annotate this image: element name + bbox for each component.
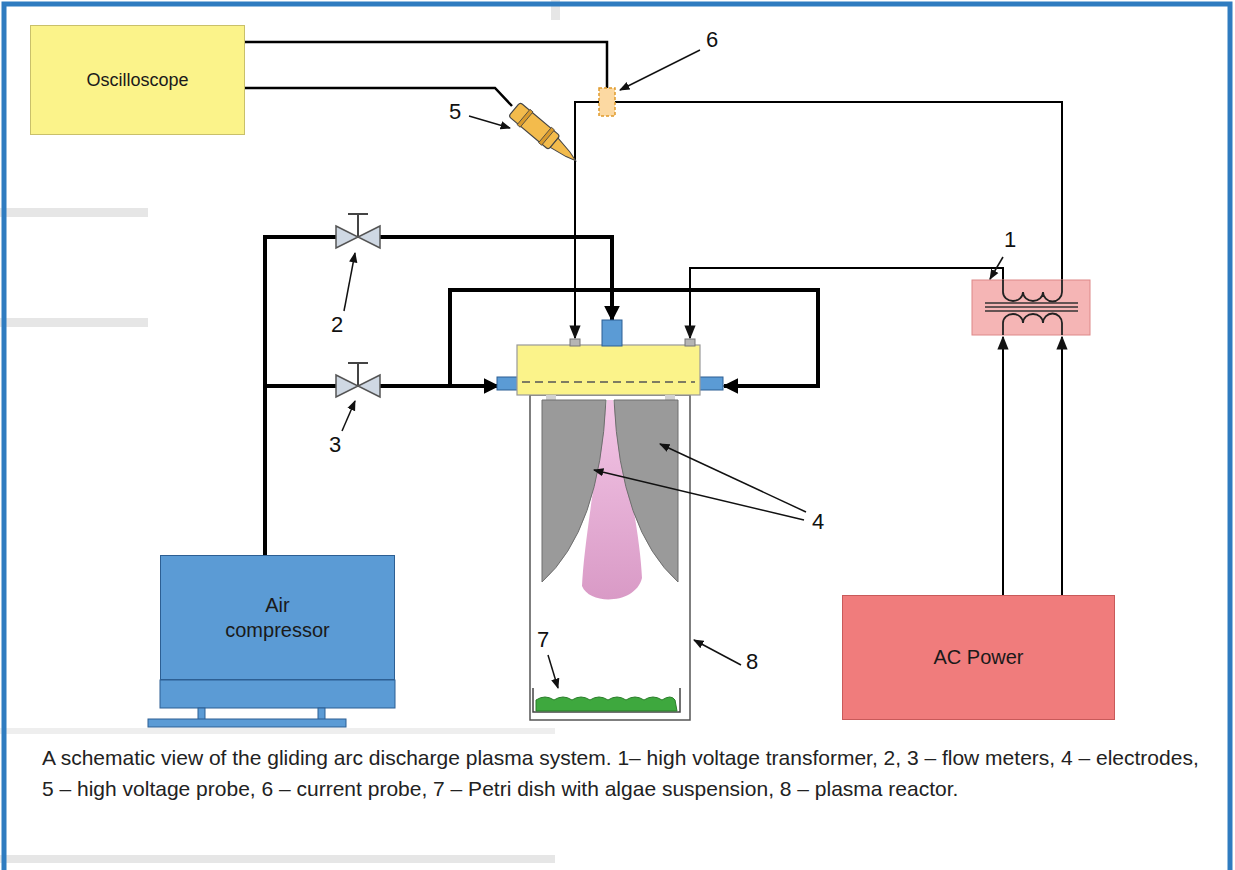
transformer-core [985, 302, 1078, 304]
power-wire [1061, 337, 1063, 595]
deco-bar [0, 318, 148, 327]
callout-number: 5 [443, 99, 467, 125]
terminal [685, 339, 695, 346]
callout-number: 1 [998, 227, 1022, 253]
power-wire [1002, 337, 1004, 595]
transformer-core [985, 310, 1078, 312]
electrode-mount [546, 395, 556, 400]
callout-number: 4 [806, 509, 830, 535]
valve-handle [348, 213, 368, 215]
terminal [570, 339, 580, 346]
transformer-coil [1003, 314, 1062, 336]
air-line [380, 384, 498, 388]
frame-border [4, 4, 1230, 870]
callout-number: 7 [531, 627, 555, 653]
callout-number: 6 [700, 27, 724, 53]
valve-stem [357, 363, 359, 386]
valve-handle [348, 362, 368, 364]
electrode [542, 400, 606, 582]
current-probe [599, 88, 615, 116]
compressor-box: Air compressor [160, 555, 395, 680]
callout-number: 3 [323, 432, 347, 458]
flow-meter-valve [336, 214, 380, 248]
deco-bar [0, 855, 555, 863]
compressor-foot [198, 708, 205, 720]
flow-meter-valve [336, 363, 380, 397]
compressor-stand [148, 719, 346, 727]
hv-wire [690, 268, 1003, 338]
hv-probe [508, 102, 582, 169]
compressor-foot [318, 708, 325, 720]
deco-bar [0, 728, 555, 734]
callout-leader [660, 444, 806, 512]
signal-wire [245, 42, 607, 88]
node-label: AC Power [933, 645, 1023, 670]
hv-transformer [972, 280, 1090, 335]
gas-inlet [602, 320, 622, 346]
valve-stem [357, 214, 359, 237]
reactor-lid [517, 345, 700, 395]
deco-bar [0, 208, 148, 217]
transformer-core [985, 306, 1078, 308]
callout-leader [342, 401, 355, 431]
callout-number: 2 [325, 312, 349, 338]
node-label: Air compressor [213, 593, 343, 643]
probe-ring [539, 127, 555, 145]
algae-suspension [536, 697, 677, 711]
air-line [380, 237, 612, 320]
callout-leader [620, 50, 700, 90]
power-box: AC Power [842, 595, 1115, 720]
callout-leader [990, 257, 1003, 279]
probe-body [509, 102, 560, 149]
callout-leader [694, 640, 741, 665]
instrument-box: Oscilloscope [30, 25, 245, 135]
probe-ring [517, 109, 533, 127]
plasma-reactor [497, 320, 723, 720]
figure-caption: A schematic view of the gliding arc disc… [42, 742, 1212, 804]
callout-leader [344, 253, 355, 311]
valve-body [336, 375, 380, 397]
callout-leader [469, 116, 510, 128]
lid-dashed-line [522, 381, 695, 383]
electrode [614, 400, 678, 582]
compressor-band [160, 680, 395, 708]
callout-leader [548, 655, 558, 688]
callout-leader [594, 470, 804, 520]
air-line [265, 384, 336, 388]
transformer-coil [1003, 280, 1062, 302]
probe-tip [550, 138, 579, 165]
electrode-mount [665, 395, 675, 400]
signal-wire [245, 88, 512, 106]
petri-dish [533, 688, 680, 712]
reactor-chamber [530, 395, 690, 720]
callout-number: 8 [740, 649, 764, 675]
compressor-base [148, 680, 395, 727]
valve-body [336, 226, 380, 248]
transformer-box [972, 280, 1090, 335]
air-line [265, 237, 336, 555]
node-label: Oscilloscope [86, 69, 188, 92]
